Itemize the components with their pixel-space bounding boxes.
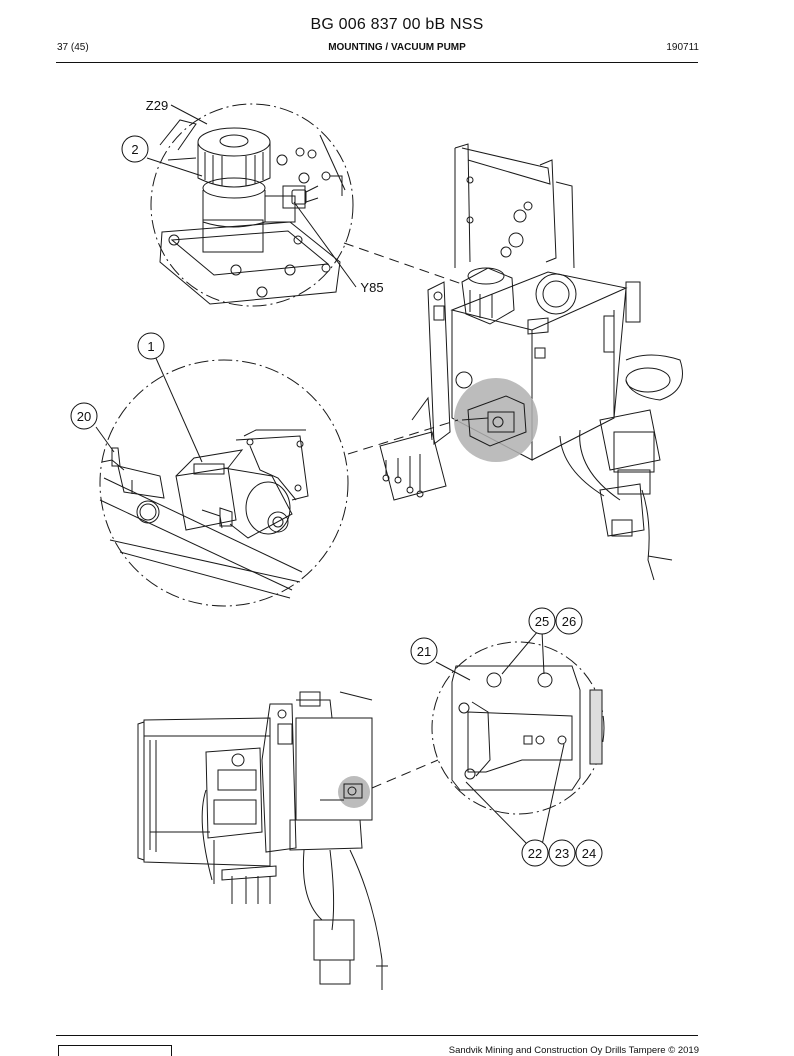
callout-20: 20 (77, 409, 91, 424)
callout-24-circle (575, 839, 603, 867)
side-tank (295, 717, 373, 821)
callout-2-circle (121, 135, 149, 163)
side-view-assembly (137, 691, 388, 990)
main-assembly (379, 143, 683, 581)
callout-21-circle (410, 637, 438, 665)
leader-2 (146, 157, 203, 177)
connector-top (343, 242, 463, 285)
leader-21 (435, 661, 471, 681)
callout-25: 25 (535, 614, 549, 629)
detail-circle-middle (99, 359, 349, 607)
detail-vacuum-pump (95, 355, 459, 607)
mounting-bracket (427, 281, 451, 445)
callout-2: 2 (131, 142, 138, 157)
detail-filter-valve (146, 103, 463, 307)
valve-body (264, 195, 296, 223)
filter-base (202, 219, 264, 253)
callout-24: 24 (582, 846, 596, 861)
leader-25 (501, 630, 539, 675)
leader-1 (154, 355, 203, 463)
pump-body (175, 467, 237, 531)
connector-middle (347, 419, 459, 455)
callout-22-circle (521, 839, 549, 867)
coupling-block (117, 465, 165, 499)
connector-bottom (371, 759, 439, 789)
callout-26-circle (555, 607, 583, 635)
detail-circle-bottom (431, 641, 605, 815)
callout-20-circle (70, 402, 98, 430)
revision-date: 190711 (666, 42, 699, 53)
leader-20 (95, 426, 115, 453)
section-title: MOUNTING / VACUUM PUMP (328, 42, 466, 53)
header-rule (56, 62, 698, 63)
callout-y85: Y85 (360, 280, 383, 295)
callout-22: 22 (528, 846, 542, 861)
callout-23: 23 (555, 846, 569, 861)
filter-cap (197, 142, 271, 188)
tank-cap (535, 273, 577, 315)
leader-z29 (170, 104, 208, 125)
footer-rule (56, 1035, 698, 1036)
page-number: 37 (45) (57, 42, 89, 53)
foot-plate (379, 431, 447, 501)
callout-z29: Z29 (146, 98, 168, 113)
highlight-side (338, 776, 370, 808)
document-id: BG 006 837 00 bB NSS (310, 16, 484, 33)
filter-housing (202, 190, 266, 228)
callout-26: 26 (562, 614, 576, 629)
tank-top (450, 271, 628, 331)
copyright-text: Sandvik Mining and Construction Oy Drill… (448, 1045, 699, 1056)
callout-25-circle (528, 607, 556, 635)
pump-motor-end (267, 511, 289, 533)
bracket-plate (451, 665, 581, 791)
gauge (136, 500, 160, 524)
brand-logo (58, 1045, 172, 1056)
highlight-pump (454, 378, 538, 462)
callout-23-circle (548, 839, 576, 867)
leader-22 (465, 781, 529, 846)
leader-23 (541, 743, 565, 846)
detail-bracket (371, 630, 605, 846)
callout-1-circle (137, 332, 165, 360)
leader-y85 (293, 201, 357, 288)
callout-21: 21 (417, 644, 431, 659)
callouts (70, 135, 603, 867)
detail-circle-top (150, 103, 354, 307)
callout-1: 1 (147, 339, 154, 354)
leader-26 (541, 630, 545, 675)
